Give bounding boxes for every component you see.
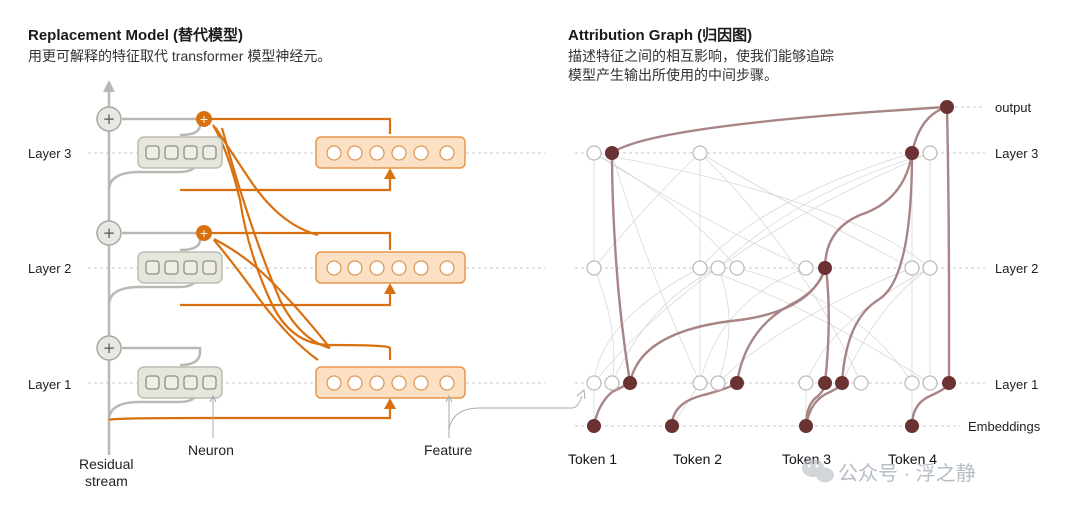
svg-text:+: +: [199, 227, 208, 240]
neuron-pointer-arrow: [209, 394, 217, 403]
right-embeddings-label: Embeddings: [968, 419, 1041, 434]
token-2-label: Token 2: [673, 451, 723, 467]
right-layer-3-label: Layer 3: [995, 146, 1039, 161]
feature-pointer-arrow: [445, 394, 453, 403]
residual-stream-label-1: Residual: [79, 456, 134, 472]
embedding-nodes: [587, 419, 919, 433]
left-layer-3-label: Layer 3: [28, 146, 72, 161]
connector-arrow: [576, 389, 586, 400]
svg-text:+: +: [103, 224, 116, 242]
background-edges: [593, 152, 931, 427]
token-1-label: Token 1: [568, 451, 618, 467]
feature-add-nodes: + +: [196, 111, 212, 241]
attribution-edges: [592, 105, 951, 427]
left-layer-1-label: Layer 1: [28, 377, 72, 392]
left-layer-2-label: Layer 2: [28, 261, 72, 276]
neuron-boxes: [137, 136, 223, 399]
right-layer-1-label: Layer 1: [995, 377, 1039, 392]
right-subtitle-line1: 描述特征之间的相互影响，使我们能够追踪: [568, 48, 834, 64]
feature-cells: [326, 145, 455, 391]
feature-to-graph-connector: [448, 395, 583, 431]
feature-label: Feature: [424, 442, 473, 458]
token-4-label: Token 4: [888, 451, 938, 467]
wechat-icon: [802, 459, 834, 483]
svg-text:+: +: [199, 113, 208, 126]
residual-add-nodes: + + +: [96, 106, 122, 361]
neuron-cells: [145, 145, 217, 390]
left-subtitle: 用更可解释的特征取代 transformer 模型神经元。: [28, 48, 332, 64]
inactive-feature-nodes: [586, 145, 938, 391]
residual-stream-arrowhead: [103, 80, 115, 92]
feature-arrowheads: [384, 168, 396, 409]
watermark-text: 公众号 · 浮之静: [838, 463, 976, 485]
right-layer-2-label: Layer 2: [995, 261, 1039, 276]
residual-stream-label-2: stream: [85, 473, 128, 489]
right-subtitle-line2: 模型产生输出所使用的中间步骤。: [568, 67, 778, 83]
left-title: Replacement Model (替代模型): [28, 27, 244, 44]
active-feature-nodes: [605, 100, 956, 390]
right-output-label: output: [995, 100, 1032, 115]
feature-paths: [107, 117, 392, 422]
svg-text:+: +: [103, 339, 116, 357]
neuron-label: Neuron: [188, 442, 234, 458]
svg-text:+: +: [103, 110, 116, 128]
right-title: Attribution Graph (归因图): [568, 27, 753, 44]
